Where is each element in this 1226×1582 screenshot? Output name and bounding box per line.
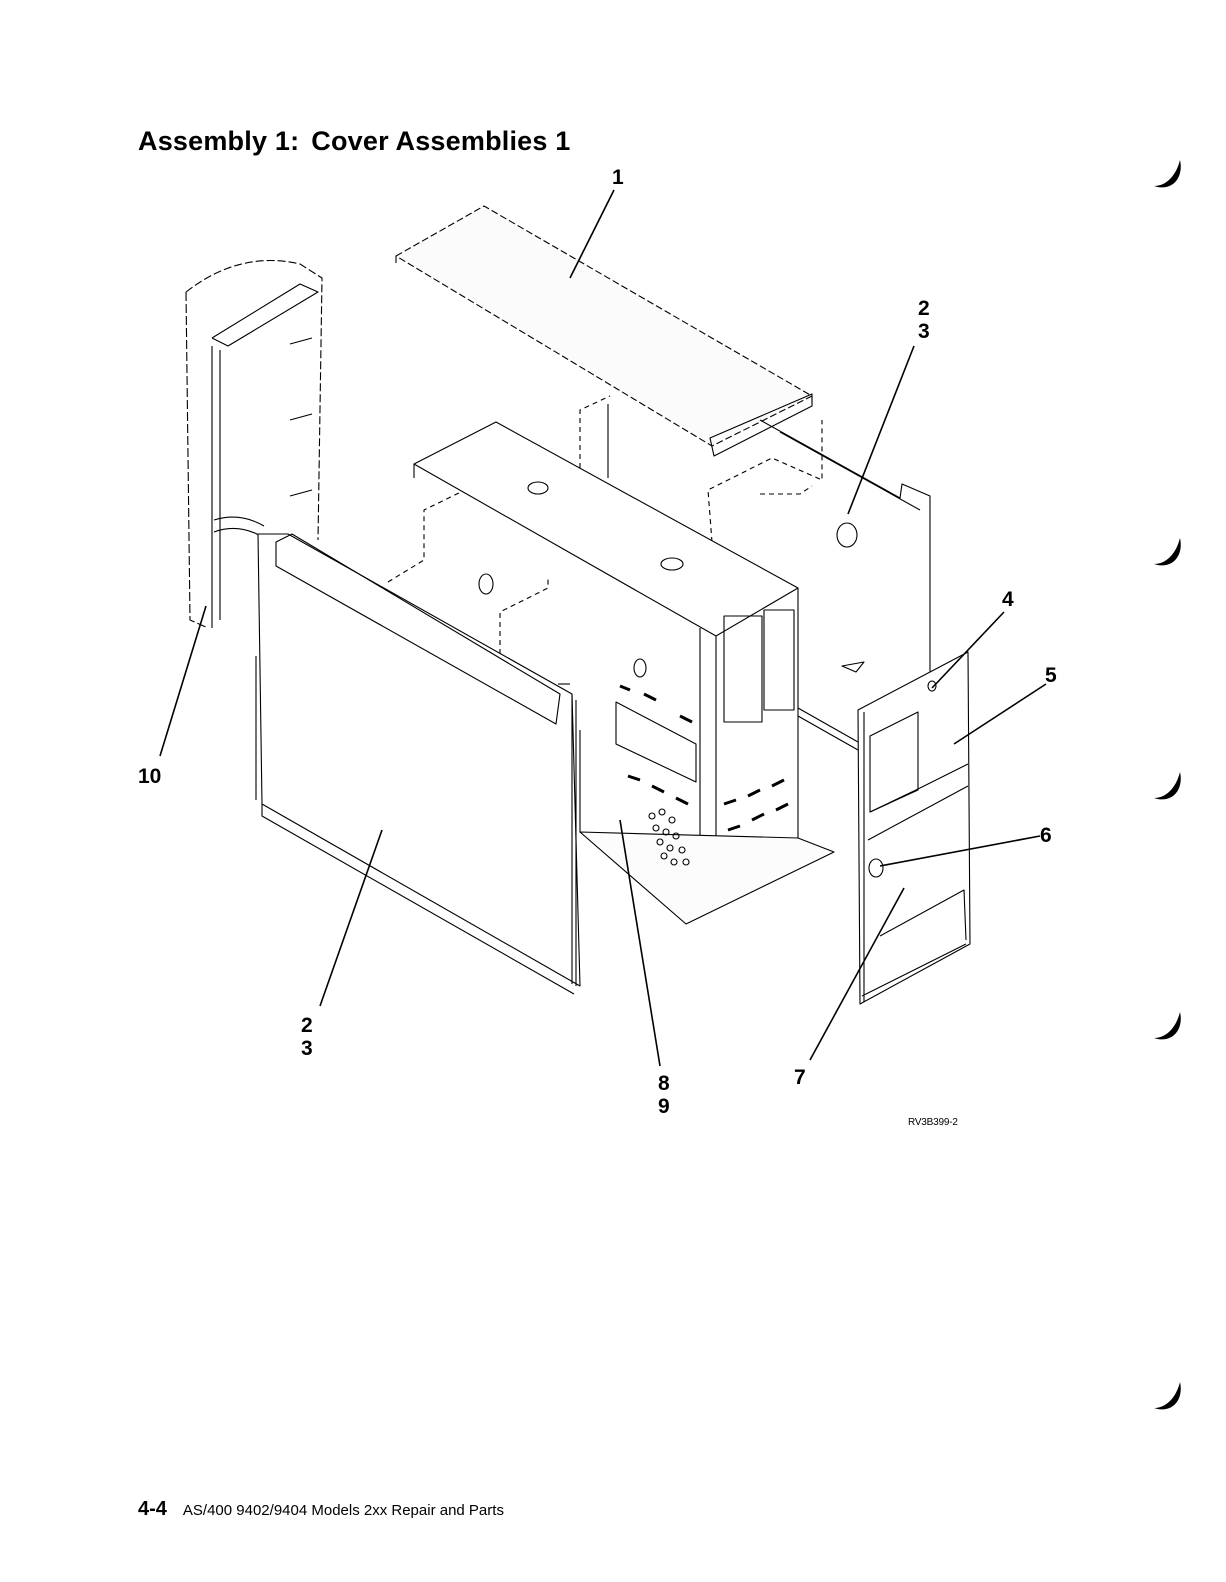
front-cover-drawing (858, 652, 970, 1004)
callout-5: 5 (1045, 664, 1057, 687)
revision-mark-icon (1150, 156, 1190, 196)
figure-id: RV3B399-2 (908, 1117, 958, 1128)
revision-mark-icon (1150, 768, 1190, 808)
callout-6: 6 (1040, 824, 1052, 847)
callout-7: 7 (794, 1066, 806, 1089)
side-cover-drawing (256, 534, 580, 994)
revision-mark-icon (1150, 1378, 1190, 1418)
revision-mark-icon (1150, 1008, 1190, 1048)
top-cover-drawing (396, 206, 812, 446)
page-number: 4-4 (138, 1498, 167, 1520)
callout-1: 1 (612, 166, 624, 189)
callout-10: 10 (138, 765, 161, 788)
book-title: AS/400 9402/9404 Models 2xx Repair and P… (183, 1502, 504, 1519)
revision-mark-icon (1150, 534, 1190, 574)
page-footer: 4-4 AS/400 9402/9404 Models 2xx Repair an… (138, 1498, 504, 1521)
callout-4: 4 (1002, 588, 1014, 611)
rear-side-bracket (760, 420, 930, 672)
